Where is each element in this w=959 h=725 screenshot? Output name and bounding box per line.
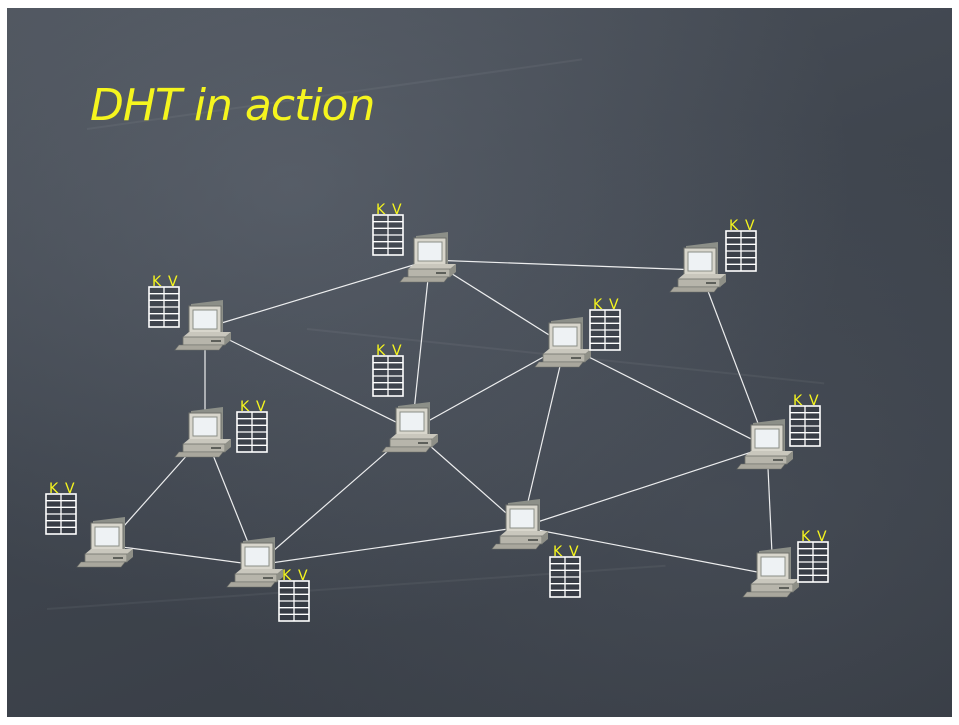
network-link [521, 446, 768, 528]
computer-node-icon [534, 316, 592, 368]
kv-table-key-label: K [376, 202, 386, 218]
network-link [106, 544, 258, 566]
network-link [521, 526, 774, 576]
kv-table-value-label: V [809, 393, 819, 409]
computer-node-icon [399, 231, 457, 283]
network-link [699, 269, 768, 448]
kv-table-value-label: V [609, 297, 619, 313]
computer-node-icon [174, 299, 232, 351]
computer-node-icon [174, 406, 232, 458]
kv-table-key-label: K [593, 297, 603, 313]
network-link [564, 344, 768, 448]
kv-table-key-label: K [282, 568, 292, 584]
kv-table-grid [725, 230, 757, 272]
network-nodes [76, 231, 800, 598]
chalkboard-background [7, 8, 952, 717]
kv-table-key-label: K [801, 529, 811, 545]
network-link [429, 259, 701, 271]
kv-table-key-label: K [152, 274, 162, 290]
computer-node-icon [669, 241, 727, 293]
kv-table-grid [148, 286, 180, 328]
kv-table-grid [789, 405, 821, 447]
kv-table-value-label: V [392, 343, 402, 359]
network-link [256, 526, 523, 566]
kv-table-key-label: K [376, 343, 386, 359]
computer-node-icon [76, 516, 134, 568]
kv-table-grid [278, 580, 310, 622]
network-link [521, 344, 566, 528]
kv-table-grid [236, 411, 268, 453]
network-link [256, 429, 413, 566]
network-link [411, 344, 566, 431]
kv-table-value-label: V [256, 399, 266, 415]
kv-table-value-label: V [569, 544, 579, 560]
kv-table-key-label: K [553, 544, 563, 560]
kv-table-grid [549, 556, 581, 598]
kv-table-key-label: K [240, 399, 250, 415]
kv-table-grid [372, 214, 404, 256]
kv-table-key-label: K [49, 481, 59, 497]
kv-table-value-label: V [65, 481, 75, 497]
network-link [204, 327, 413, 431]
slide-title: DHT in action [90, 80, 375, 131]
kv-table-grid [45, 493, 77, 535]
kv-table-value-label: V [168, 274, 178, 290]
kv-table-key-label: K [793, 393, 803, 409]
computer-node-icon [491, 498, 549, 550]
computer-node-icon [381, 401, 439, 453]
network-link [411, 259, 431, 431]
computer-node-icon [742, 546, 800, 598]
kv-table-grid [372, 355, 404, 397]
kv-table-grid [589, 309, 621, 351]
kv-table-value-label: V [817, 529, 827, 545]
kv-table-value-label: V [298, 568, 308, 584]
kv-table-value-label: V [392, 202, 402, 218]
computer-node-icon [736, 418, 794, 470]
network-link [204, 259, 431, 329]
kv-table-key-label: K [729, 218, 739, 234]
kv-table-grid [797, 541, 829, 583]
kv-table-value-label: V [745, 218, 755, 234]
